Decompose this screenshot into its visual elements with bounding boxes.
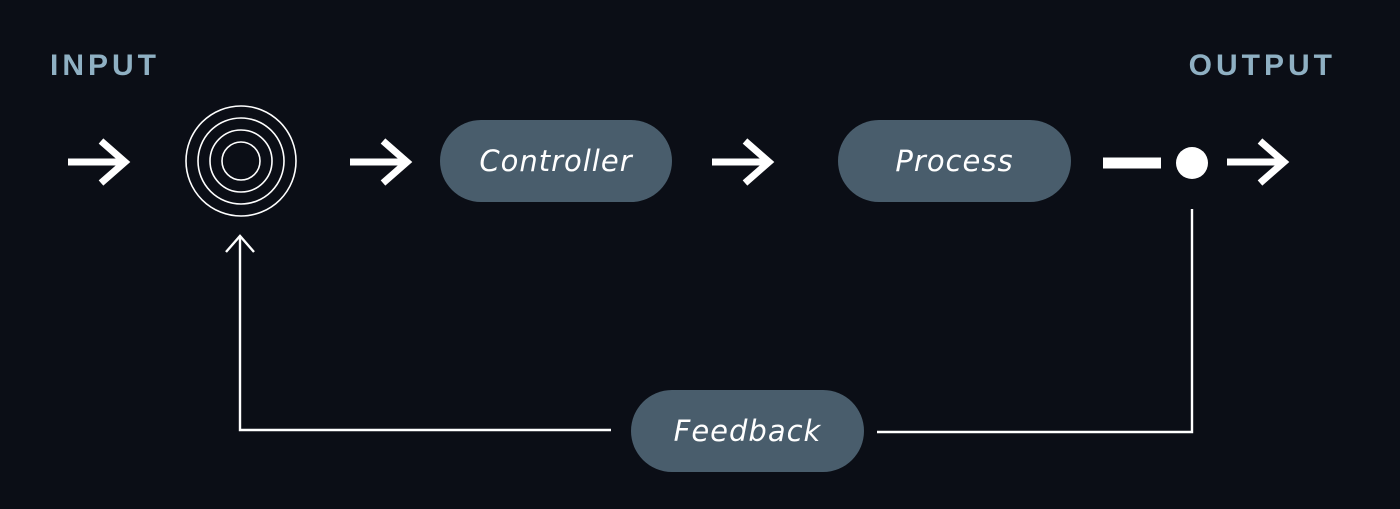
summing-junction-icon bbox=[185, 105, 297, 217]
feedback-block-label: Feedback bbox=[673, 414, 822, 448]
controller-block: Controller bbox=[440, 120, 672, 202]
feedback-arrowhead-icon bbox=[225, 234, 255, 253]
process-block-label: Process bbox=[895, 144, 1014, 178]
takeoff-dot-icon bbox=[1176, 147, 1208, 179]
input-label: INPUT bbox=[50, 49, 160, 82]
output-label: OUTPUT bbox=[1188, 49, 1336, 82]
feedback-return-line bbox=[877, 209, 1194, 434]
feedback-to-junction-line bbox=[238, 236, 611, 432]
input-arrow-icon bbox=[68, 138, 131, 186]
controller-to-process-arrow-icon bbox=[712, 138, 775, 186]
controller-block-label: Controller bbox=[479, 144, 633, 178]
process-block: Process bbox=[838, 120, 1071, 202]
junction-to-controller-arrow-icon bbox=[350, 138, 413, 186]
feedback-block: Feedback bbox=[631, 390, 864, 472]
output-arrow-icon bbox=[1227, 138, 1290, 186]
